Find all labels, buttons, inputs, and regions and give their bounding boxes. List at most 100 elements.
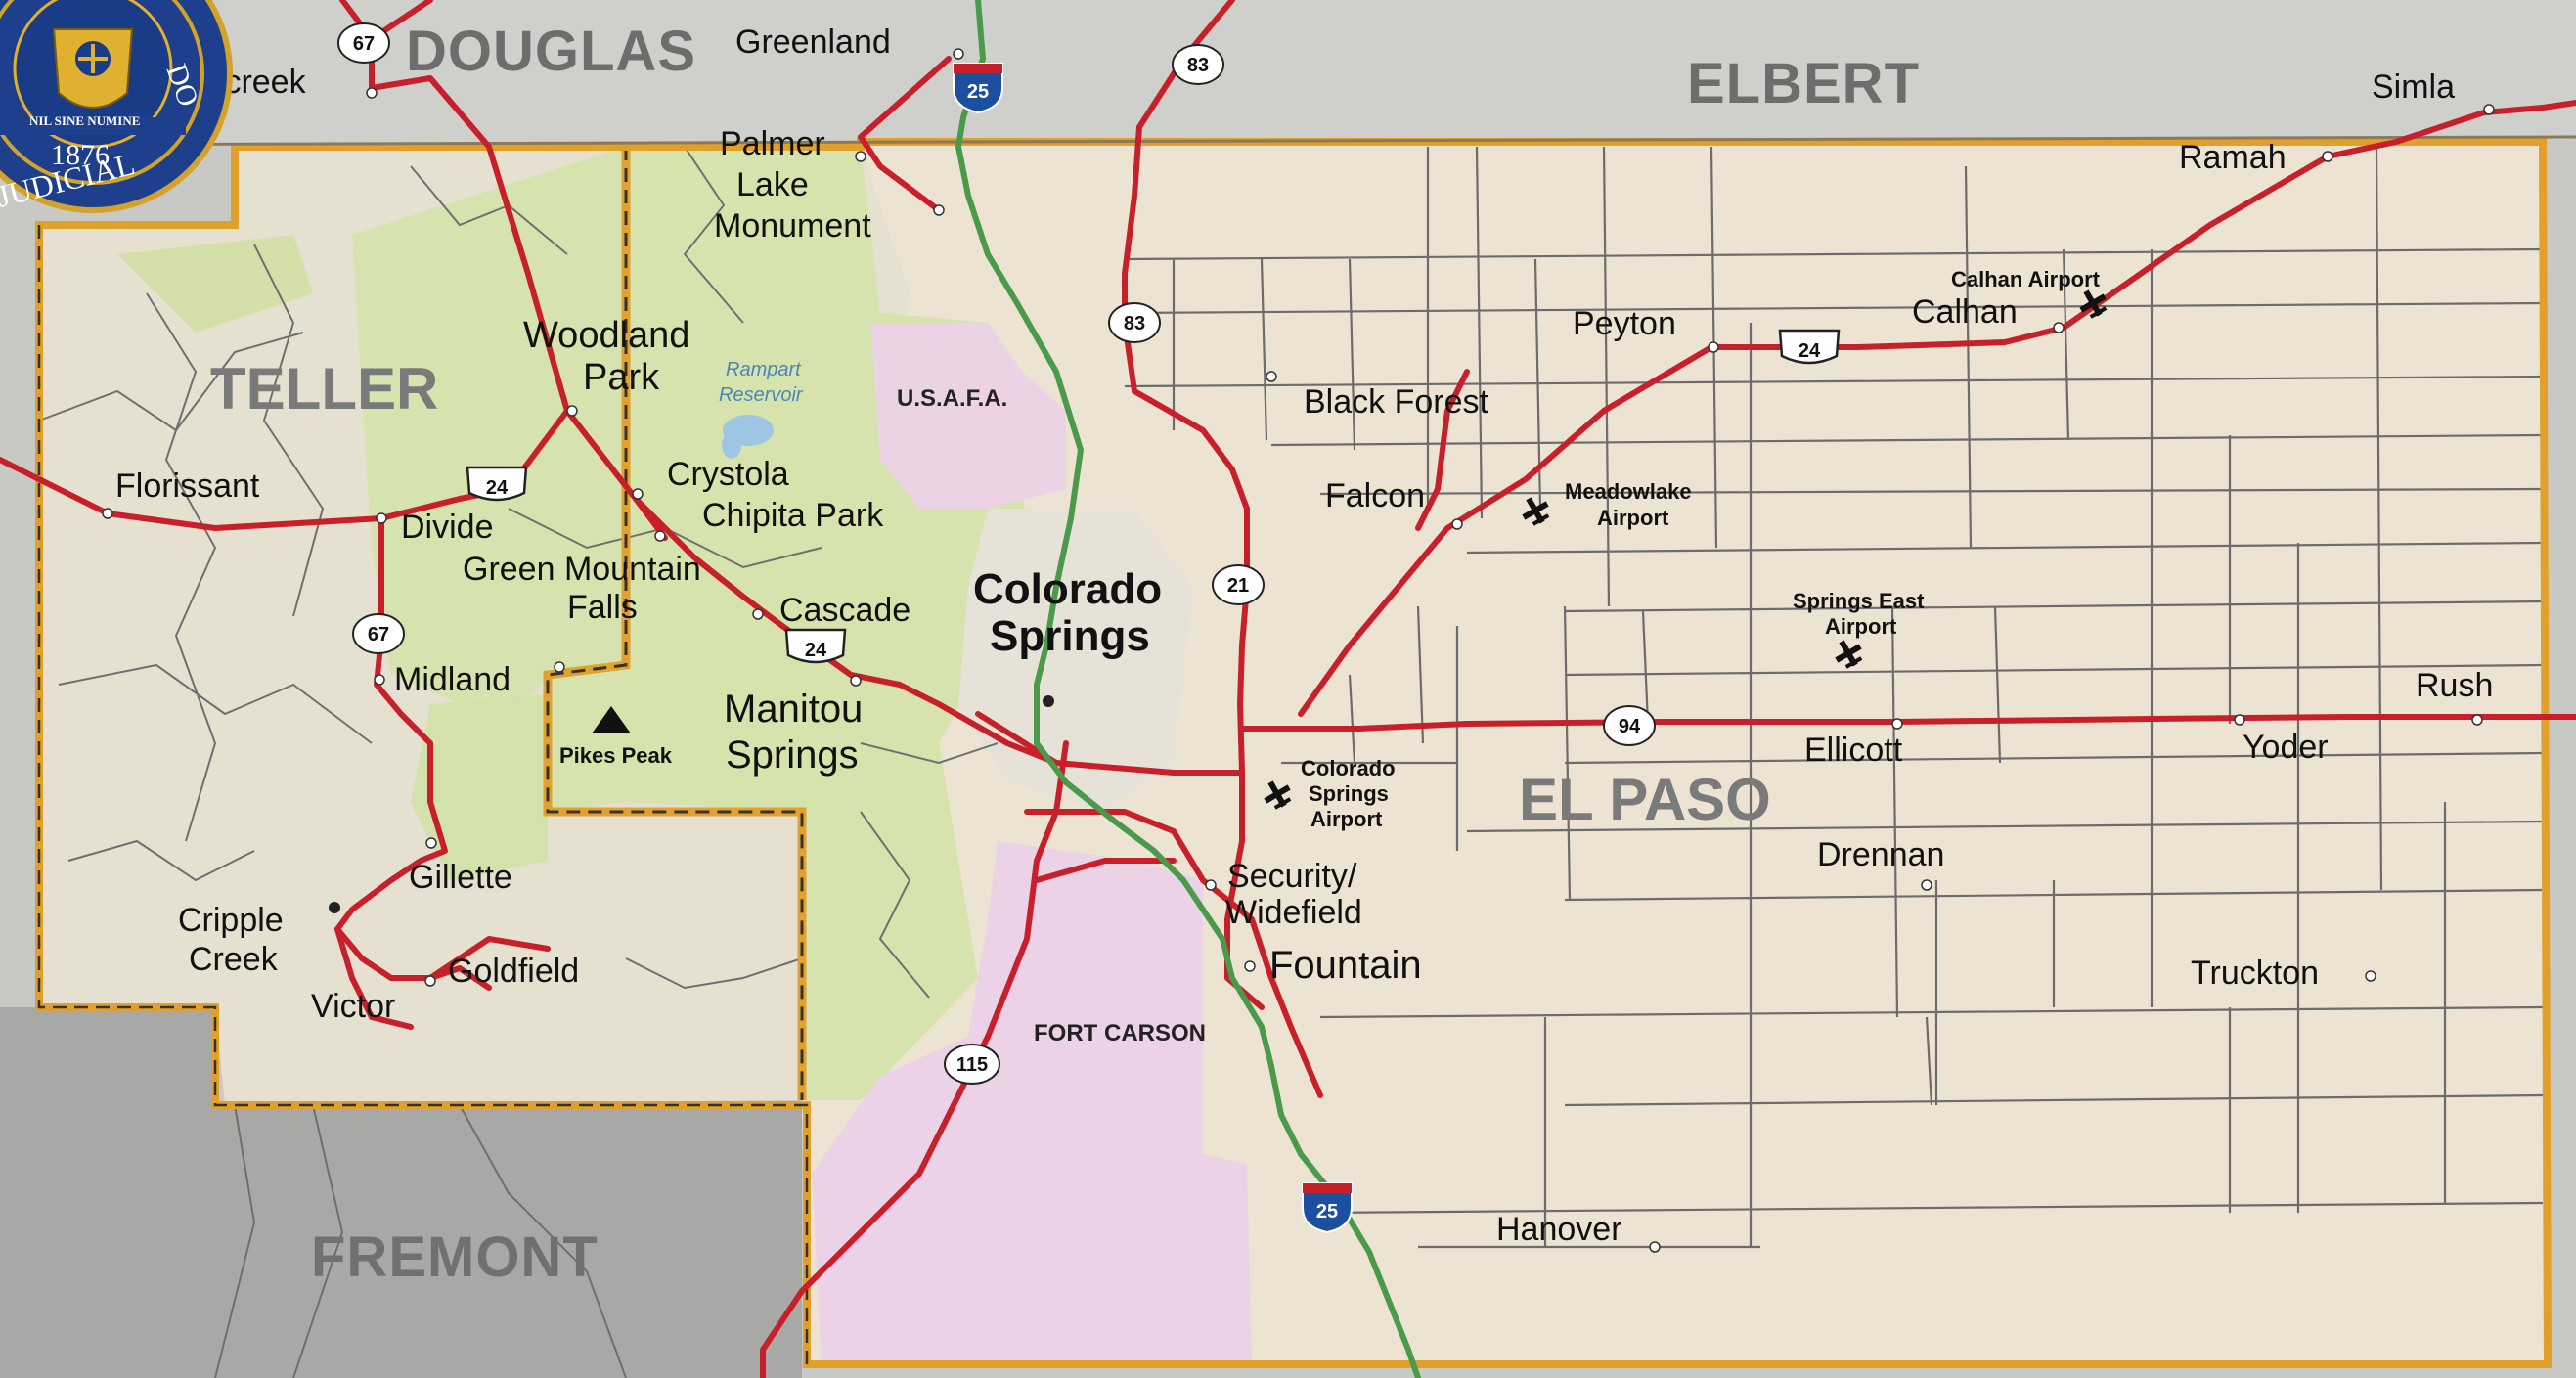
place-label-cos-airport-2: Springs xyxy=(1309,781,1389,806)
shield-label: 21 xyxy=(1227,575,1249,597)
place-label-midland: Midland xyxy=(394,661,511,698)
place-label-cripple-creek-1: Cripple xyxy=(178,902,284,939)
place-label-cos-airport-3: Airport xyxy=(1310,807,1383,831)
seal-motto: NIL SINE NUMINE xyxy=(29,113,140,128)
shield-us24-east: 24 xyxy=(1778,329,1841,365)
place-label-springs-east-1: Springs East xyxy=(1793,589,1925,613)
shield-sh67-south: 67 xyxy=(352,613,405,654)
place-label-cos-airport-1: Colorado xyxy=(1301,756,1396,780)
shield-label: 24 xyxy=(1799,340,1821,362)
shield-us24-manitou: 24 xyxy=(784,628,847,664)
shield-label: 24 xyxy=(805,640,827,661)
shield-i25-south: 25 xyxy=(1302,1182,1353,1234)
place-label-monument: Monument xyxy=(714,207,871,244)
colorado-springs-marker xyxy=(1043,695,1054,707)
place-label-rampart-2: Reservoir xyxy=(719,384,804,406)
place-label-ramah: Ramah xyxy=(2179,139,2287,176)
place-label-florissant: Florissant xyxy=(115,467,260,505)
shield-sh21: 21 xyxy=(1212,564,1265,605)
northern-counties-area xyxy=(0,0,2576,147)
place-label-pikes-peak: Pikes Peak xyxy=(559,743,673,768)
place-label-fountain: Fountain xyxy=(1269,944,1422,987)
place-label-security-2: Widefield xyxy=(1225,894,1362,931)
place-label-fort-carson: FORT CARSON xyxy=(1034,1020,1206,1046)
place-label-ellicott: Ellicott xyxy=(1804,732,1903,769)
teller-boundary-dash xyxy=(546,147,804,1100)
place-label-gillette: Gillette xyxy=(409,859,512,896)
shield-label: 83 xyxy=(1187,55,1209,76)
place-label-meadowlake-2: Airport xyxy=(1597,506,1669,530)
place-label-green-mountain-falls-1: Green Mountain xyxy=(463,551,701,588)
place-label-meadowlake-1: Meadowlake xyxy=(1565,479,1692,504)
airport-icons xyxy=(1264,289,2108,810)
place-label-rampart-1: Rampart xyxy=(726,359,802,380)
place-label-black-forest: Black Forest xyxy=(1304,383,1488,421)
place-label-palmer-lake-1: Palmer xyxy=(720,125,825,162)
shield-us83-north: 83 xyxy=(1172,44,1224,85)
shield-label: 25 xyxy=(1316,1201,1338,1222)
shield-label: 67 xyxy=(368,624,389,645)
place-label-greenland: Greenland xyxy=(735,23,891,61)
place-label-simla: Simla xyxy=(2372,68,2455,106)
place-label-cripple-creek-2: Creek xyxy=(189,941,279,978)
district-boundary-dash-west xyxy=(37,225,809,1364)
colorado-springs-airport-icon xyxy=(1264,780,1292,810)
pike-national-forest xyxy=(372,147,1037,1100)
place-label-security-1: Security/ xyxy=(1227,858,1357,895)
forest-patch-1 xyxy=(117,235,313,333)
shield-i25-north: 25 xyxy=(953,63,1003,114)
place-label-goldfield: Goldfield xyxy=(448,953,579,990)
fort-carson-area xyxy=(812,841,1252,1364)
county-label-fremont: FREMONT xyxy=(311,1225,599,1289)
calhan-airport-icon xyxy=(2079,289,2108,319)
county-label-el-paso: EL PASO xyxy=(1519,767,1771,832)
forest-patch-2 xyxy=(411,694,548,880)
shield-sh94: 94 xyxy=(1603,705,1656,746)
colorado-seal-icon: NIL SINE NUMINE 1876 DO JUDICIAL xyxy=(0,0,233,214)
place-label-calhan-airport: Calhan Airport xyxy=(1951,267,2101,291)
place-label-victor: Victor xyxy=(311,988,395,1025)
springs-east-airport-icon xyxy=(1835,640,1863,669)
place-label-rush: Rush xyxy=(2416,667,2493,704)
shield-label: 94 xyxy=(1619,716,1641,737)
place-label-hanover: Hanover xyxy=(1496,1211,1622,1248)
shield-label: 24 xyxy=(486,477,509,499)
shield-label: 115 xyxy=(956,1054,988,1076)
town-markers xyxy=(102,48,2495,1253)
place-label-drennan: Drennan xyxy=(1817,836,1944,873)
shield-us24-teller: 24 xyxy=(466,466,528,502)
place-label-palmer-lake-2: Lake xyxy=(736,166,809,203)
county-label-teller: TELLER xyxy=(210,356,438,422)
fremont-area xyxy=(0,1007,802,1378)
place-label-crystola: Crystola xyxy=(667,456,789,493)
place-label-manitou-springs-1: Manitou xyxy=(724,688,863,731)
shield-us83-mid: 83 xyxy=(1108,302,1161,343)
place-label-peyton: Peyton xyxy=(1573,305,1676,342)
shield-sh115: 115 xyxy=(944,1044,1000,1085)
north-county-line xyxy=(0,135,2576,147)
place-label-manitou-springs-2: Springs xyxy=(726,733,859,777)
pikes-peak-icon xyxy=(592,706,631,733)
place-label-springs-east-2: Airport xyxy=(1825,614,1897,639)
county-label-elbert: ELBERT xyxy=(1687,52,1920,115)
shield-label: 25 xyxy=(967,81,989,103)
place-label-calhan: Calhan xyxy=(1912,293,2018,331)
place-label-colorado-springs-1: Colorado xyxy=(973,565,1162,613)
county-label-douglas: DOUGLAS xyxy=(406,20,696,83)
place-label-chipita-park: Chipita Park xyxy=(702,497,884,534)
place-label-falcon: Falcon xyxy=(1325,477,1425,514)
interstate-25 xyxy=(955,0,1421,1378)
place-label-usafa: U.S.A.F.A. xyxy=(897,385,1007,412)
place-label-woodland-park-1: Woodland xyxy=(523,315,689,356)
place-label-divide: Divide xyxy=(401,509,493,546)
rampart-reservoir-arm xyxy=(722,431,741,459)
place-label-yoder: Yoder xyxy=(2243,729,2329,766)
place-label-cascade: Cascade xyxy=(779,592,910,629)
place-label-truckton: Truckton xyxy=(2191,955,2319,992)
place-label-green-mountain-falls-2: Falls xyxy=(567,589,638,626)
place-label-colorado-springs-2: Springs xyxy=(990,612,1150,660)
shield-label: 83 xyxy=(1124,313,1145,334)
meadowlake-airport-icon xyxy=(1522,497,1550,526)
